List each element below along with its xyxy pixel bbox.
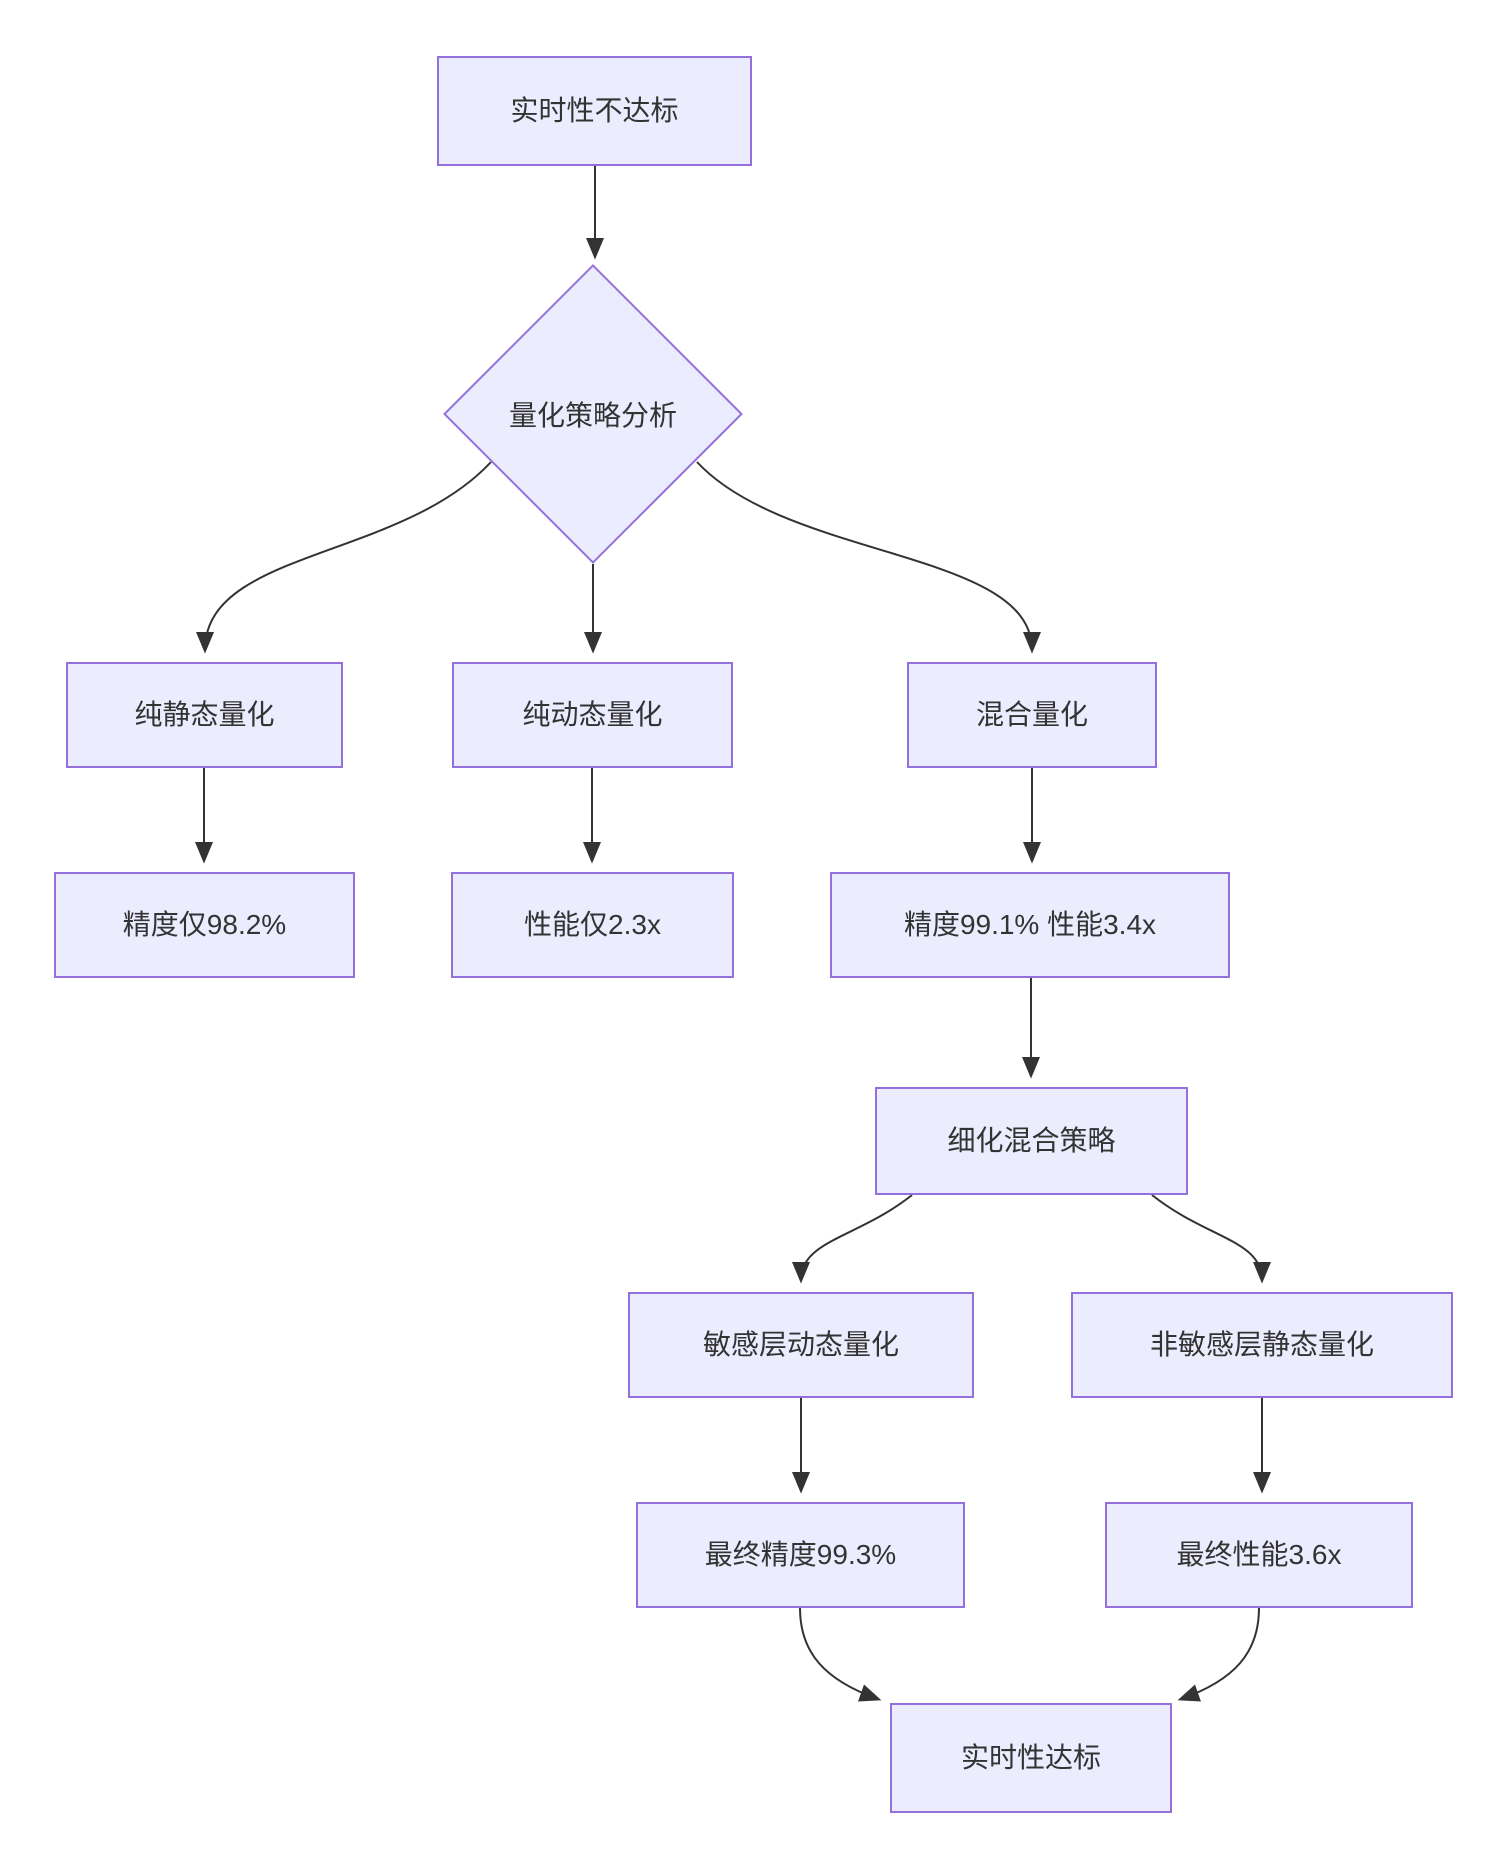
node-decision-label-box: 量化策略分析 bbox=[453, 394, 733, 434]
node-mixed-result: 精度99.1% 性能3.4x bbox=[830, 872, 1230, 978]
node-dynamic-result: 性能仅2.3x bbox=[451, 872, 734, 978]
node-realtime-met-label: 实时性达标 bbox=[960, 1742, 1101, 1774]
node-insensitive-layers-label: 非敏感层静态量化 bbox=[1149, 1329, 1374, 1361]
node-refine-strategy: 细化混合策略 bbox=[875, 1087, 1188, 1195]
node-final-performance: 最终性能3.6x bbox=[1105, 1502, 1413, 1608]
node-static-result-label: 精度仅98.2% bbox=[122, 909, 287, 941]
node-static-quant-label: 纯静态量化 bbox=[134, 699, 275, 731]
node-insensitive-layers: 非敏感层静态量化 bbox=[1071, 1292, 1453, 1398]
node-mixed-quant-label: 混合量化 bbox=[975, 699, 1088, 731]
node-dynamic-result-label: 性能仅2.3x bbox=[524, 909, 661, 941]
edge-finalperf-to-end bbox=[1177, 1607, 1260, 1702]
node-realtime-not-met: 实时性不达标 bbox=[437, 56, 752, 166]
node-mixed-result-label: 精度99.1% 性能3.4x bbox=[903, 909, 1157, 941]
node-sensitive-layers-label: 敏感层动态量化 bbox=[702, 1329, 899, 1361]
edge-decision-to-mixed bbox=[696, 461, 1041, 654]
node-realtime-not-met-label: 实时性不达标 bbox=[510, 95, 679, 127]
node-dynamic-quant-label: 纯动态量化 bbox=[522, 699, 663, 731]
node-final-accuracy-label: 最终精度99.3% bbox=[704, 1539, 897, 1571]
node-mixed-quant: 混合量化 bbox=[907, 662, 1157, 768]
edge-refine-to-insensitive bbox=[1151, 1194, 1271, 1284]
edge-decision-to-static bbox=[196, 461, 492, 654]
node-sensitive-layers: 敏感层动态量化 bbox=[628, 1292, 974, 1398]
node-static-result: 精度仅98.2% bbox=[54, 872, 355, 978]
node-dynamic-quant: 纯动态量化 bbox=[452, 662, 733, 768]
node-refine-strategy-label: 细化混合策略 bbox=[947, 1125, 1116, 1157]
node-final-accuracy: 最终精度99.3% bbox=[636, 1502, 965, 1608]
edge-finalacc-to-end bbox=[799, 1607, 882, 1702]
edge-refine-to-sensitive bbox=[792, 1194, 913, 1284]
node-static-quant: 纯静态量化 bbox=[66, 662, 343, 768]
node-decision-label: 量化策略分析 bbox=[508, 400, 677, 431]
node-realtime-met: 实时性达标 bbox=[890, 1703, 1172, 1813]
node-final-performance-label: 最终性能3.6x bbox=[1176, 1539, 1342, 1571]
